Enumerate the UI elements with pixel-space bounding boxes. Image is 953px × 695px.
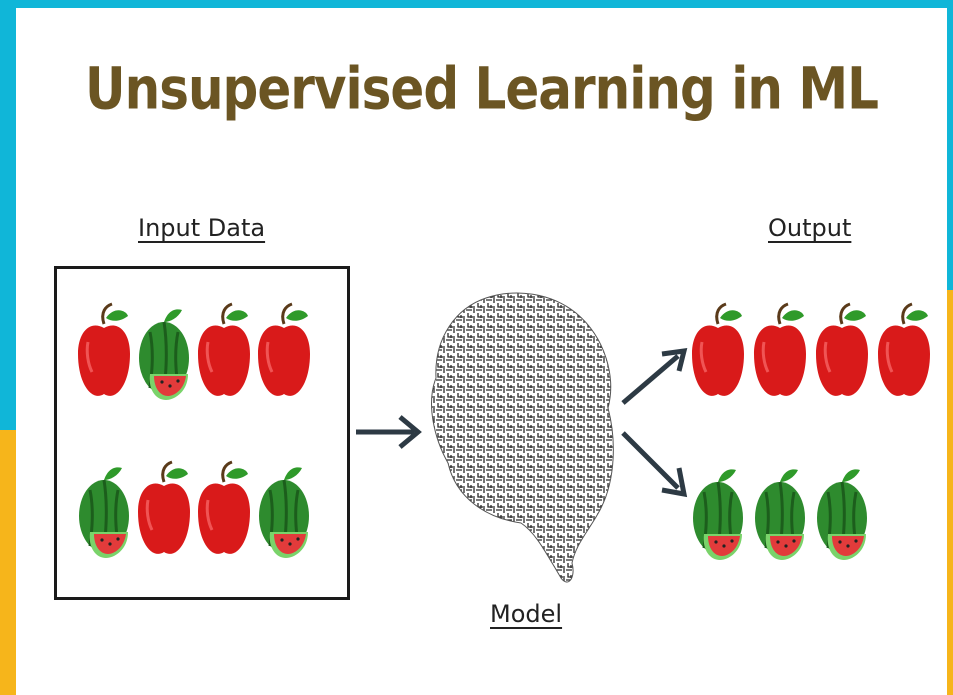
apple-icon <box>878 302 930 396</box>
arrow-right-icon <box>621 431 688 498</box>
apple-icon <box>78 302 130 396</box>
input-data-label: Input Data <box>138 214 266 242</box>
apple-icon <box>198 302 250 396</box>
input-data-box <box>54 266 350 600</box>
watermelon-icon <box>259 467 309 558</box>
arrow-right-icon <box>356 415 422 449</box>
apple-icon <box>754 302 806 396</box>
watermelon-icon <box>693 469 743 560</box>
apple-icon <box>198 460 250 554</box>
watermelon-icon <box>755 469 805 560</box>
apple-icon <box>692 302 744 396</box>
arrow-right-icon <box>621 348 688 405</box>
diagram-card: Unsupervised Learning in ML Input Data O… <box>16 8 947 695</box>
watermelon-icon <box>817 469 867 560</box>
apple-icon <box>138 460 190 554</box>
model-arrows-layer <box>356 292 688 583</box>
watermelon-icon <box>79 467 129 558</box>
watermelon-icon <box>139 309 189 400</box>
model-label: Model <box>490 600 563 628</box>
page-title: Unsupervised Learning in ML <box>85 55 879 123</box>
output-label: Output <box>768 214 852 242</box>
apple-icon <box>816 302 868 396</box>
apple-icon <box>258 302 310 396</box>
brain-icon <box>431 292 614 583</box>
